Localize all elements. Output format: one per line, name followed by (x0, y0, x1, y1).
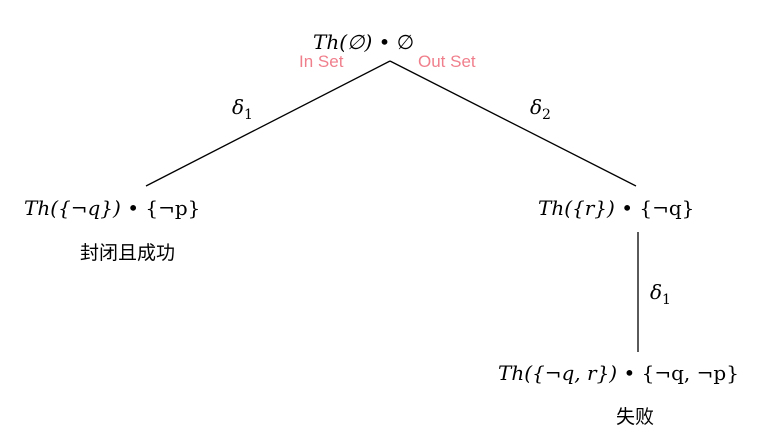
bottom-theory: Th({¬q, r}) (498, 361, 618, 385)
root-theory: Th(∅) (313, 30, 373, 54)
root-set: ∅ (396, 30, 415, 54)
left-set: {¬p} (145, 196, 201, 220)
out-set-label: Out Set (418, 52, 476, 71)
bottom-node: Th({¬q, r}) • {¬q, ¬p} (498, 361, 739, 385)
right-bullet: • (621, 196, 633, 220)
in-set-label: In Set (299, 52, 344, 71)
edge-label-root-right: δ2 (530, 95, 551, 123)
right-set: {¬q} (639, 196, 695, 220)
root-node: Th(∅) • ∅ (313, 30, 414, 54)
root-bullet: • (378, 30, 391, 54)
edge-label-right-bottom: δ1 (650, 280, 671, 308)
edge-label-root-left: δ1 (232, 95, 253, 123)
left-status: 封闭且成功 (80, 242, 176, 264)
bottom-set: {¬q, ¬p} (641, 361, 739, 385)
bottom-status: 失败 (616, 406, 655, 428)
left-theory: Th({¬q}) (24, 196, 121, 220)
edge-root-to-left (145, 60, 391, 187)
edge-root-to-right (389, 60, 637, 187)
right-node: Th({r}) • {¬q} (538, 196, 694, 220)
left-node: Th({¬q}) • {¬p} (24, 196, 200, 220)
left-bullet: • (127, 196, 139, 220)
right-theory: Th({r}) (538, 196, 615, 220)
bottom-bullet: • (623, 361, 636, 385)
